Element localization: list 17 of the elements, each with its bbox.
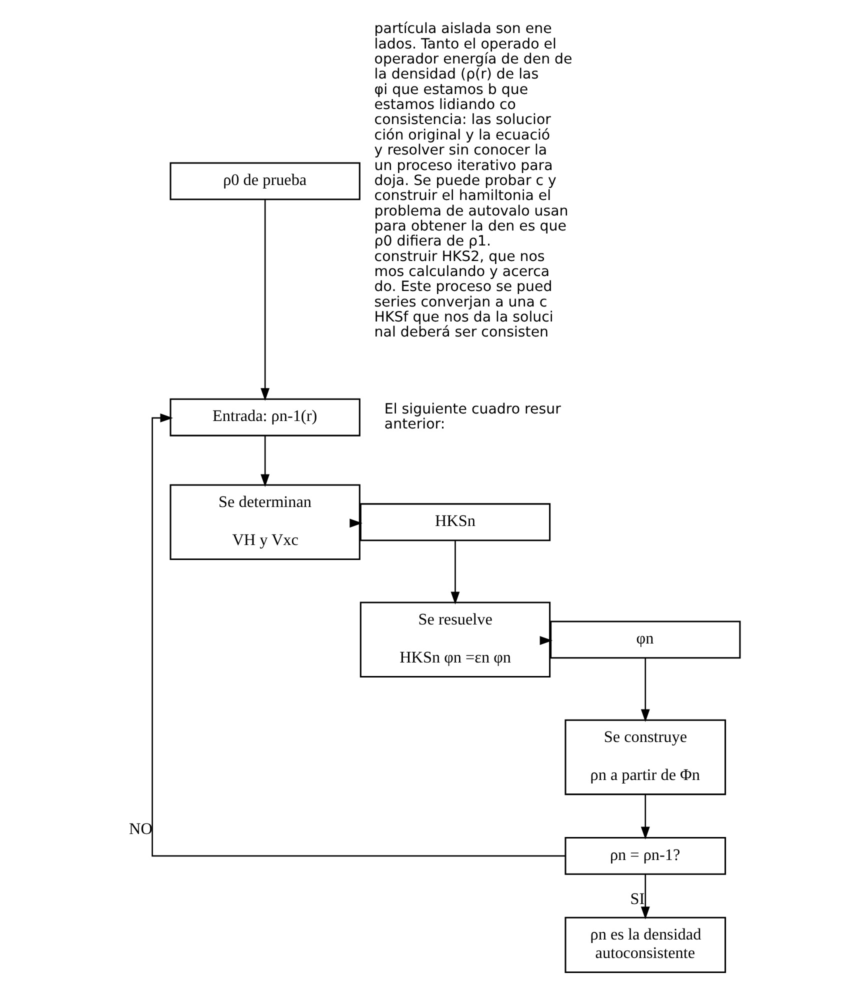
edge-label: SI [630,890,644,908]
arrow [640,658,650,722]
arrow [349,518,362,528]
node-box: ρn = ρn-1? [564,836,726,875]
arrow [640,874,650,920]
arrow [151,413,565,857]
node-box: Se construye ρn a partir de Φn [564,719,726,796]
label: partícula aislada son ene lados. Tanto el operado el operador energía de den de la densidad (ρ(r) de las φi que estamos b que estamos lidiando co consistencia: las solucior ción original y la ecuació y resolver sin conocer la un proceso iterativo para doja. Se puede probar c y construir el hamiltonia el problema de autovalo usan para obtener la den es que ρ0 difiera de ρ1. construir HKS2, que nos mos calculando y acerca do. Este proceso se pued series converjan a una c HKSf que nos da la soluci nal deberá ser consisten [374,21,572,341]
arrow [640,794,650,840]
arrow [450,540,460,604]
node-box: Entrada: ρn-1(r) [169,398,360,436]
arrow [539,636,552,645]
node-box: ρ0 de prueba [169,162,360,200]
label: El siguiente cuadro resur anterior: [384,402,560,433]
arrow [260,436,270,487]
node-box: ρn es la densidad autoconsistente [564,916,726,973]
arrow [260,200,270,401]
